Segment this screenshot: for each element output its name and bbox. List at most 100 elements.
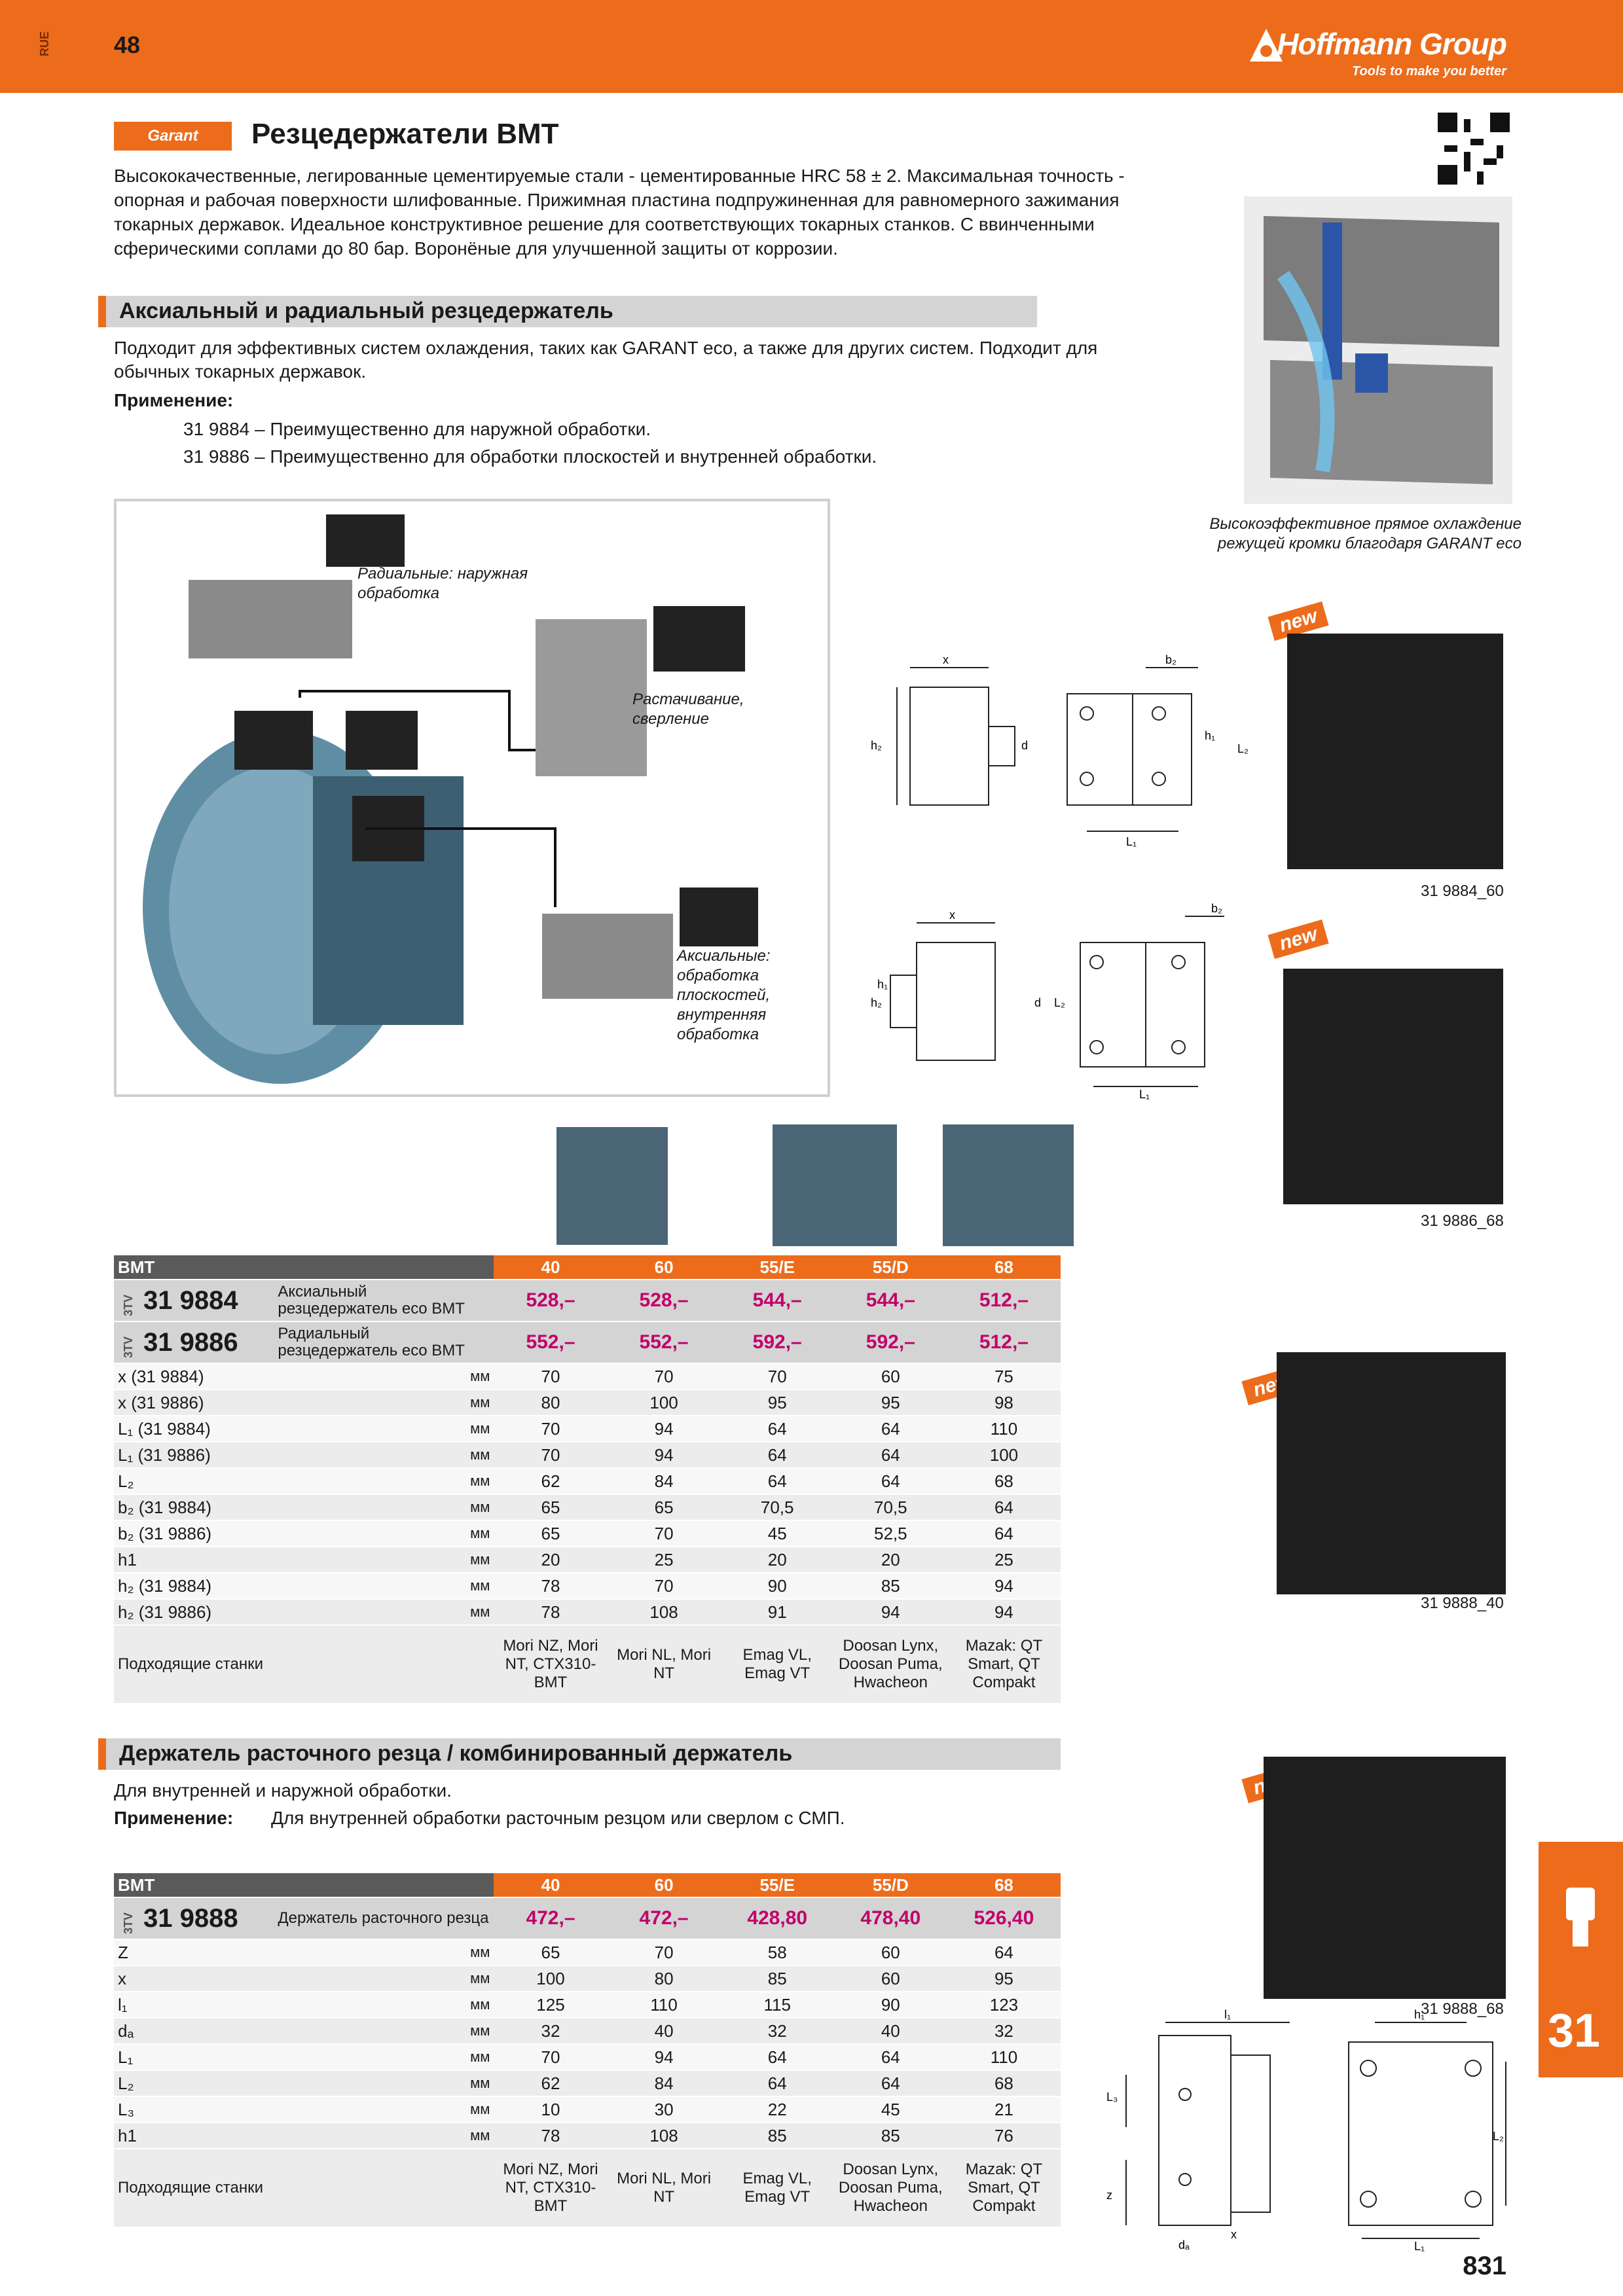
price-cell: 528,– (494, 1280, 608, 1322)
catalog-page-number: 48 (114, 31, 141, 58)
table-cell: 64 (720, 1416, 834, 1443)
top-header-bar: RUE 48 Hoffmann Group Tools to make you … (0, 0, 1623, 93)
row-label: h₂ (31 9886) (114, 1599, 274, 1626)
machines-cell: Mori NZ, Mori NT, CTX310-BMT (494, 1625, 608, 1704)
price-cell: 544,– (720, 1280, 834, 1322)
table-cell: 70 (607, 1939, 721, 1966)
table-cell: 80 (494, 1390, 608, 1416)
table-header-cell: BMT (114, 1873, 494, 1898)
drawing-31-9884: x b₂ h₂ d h₁ L₂ L₁ (871, 655, 1249, 848)
brand-tagline: Tools to make you better (1352, 64, 1506, 79)
table-cell: 45 (720, 1520, 834, 1547)
price-cell: 544,– (833, 1280, 947, 1322)
table-cell: 70 (494, 2044, 608, 2071)
price-cell: 472,– (494, 1897, 608, 1940)
row-unit: мм (274, 1494, 494, 1521)
table-cell: 70 (607, 1573, 721, 1600)
table-cell: 100 (947, 1442, 1061, 1469)
image-ref: 31 9884_60 (1421, 882, 1504, 900)
row-unit: мм (274, 1442, 494, 1469)
table-cell: 98 (947, 1390, 1061, 1416)
table-header-cell: 68 (947, 1255, 1061, 1280)
row-unit: мм (274, 2070, 494, 2097)
table-cell: 65 (494, 1494, 608, 1521)
article-label: Держатель расточного резца (274, 1897, 494, 1940)
application-label: Применение: (114, 390, 234, 410)
table-cell: 52,5 (833, 1520, 947, 1547)
section-heading-text: Держатель расточного резца / комбинирова… (119, 1741, 793, 1766)
row-unit: мм (274, 1416, 494, 1443)
product-photo-31-9888-40 (1277, 1352, 1506, 1594)
dim-l1: L₁ (1414, 2240, 1425, 2251)
price-cell: 428,80 (720, 1897, 834, 1940)
table-cell: 78 (494, 2123, 608, 2149)
table-cell: 115 (720, 1992, 834, 2018)
qr-code-icon[interactable] (1438, 113, 1510, 185)
table-cell: 108 (607, 2123, 721, 2149)
turret-illustration (143, 514, 758, 1084)
dim-x: x (943, 655, 949, 666)
boring-label: Растачивание, сверление (632, 691, 744, 728)
table-cell: 125 (494, 1992, 608, 2018)
cooling-photo (1244, 196, 1512, 504)
table-header-cell: 60 (607, 1255, 721, 1280)
table-cell: 64 (833, 1442, 947, 1469)
row-label: L₁ (114, 2044, 274, 2071)
row-label: x (114, 1965, 274, 1992)
table-cell: 20 (833, 1547, 947, 1573)
row-label: L₁ (31 9886) (114, 1442, 274, 1469)
row-label: b₂ (31 9884) (114, 1494, 274, 1521)
axial-label: Аксиальные: обработка плоскостей, внутре… (677, 947, 771, 1043)
table-cell: 75 (947, 1363, 1061, 1390)
row-label: L₁ (31 9884) (114, 1416, 274, 1443)
table-cell: 64 (947, 1494, 1061, 1521)
dim-l1: l₁ (1224, 2009, 1231, 2021)
dim-d: d (1021, 739, 1028, 752)
table-cell: 60 (833, 1939, 947, 1966)
price-cell: 552,– (607, 1321, 721, 1364)
row-label: x (31 9884) (114, 1363, 274, 1390)
table-cell: 94 (833, 1599, 947, 1626)
row-label: dₐ (114, 2018, 274, 2045)
table-cell: 85 (720, 2123, 834, 2149)
table-cell: 78 (494, 1599, 608, 1626)
product-photo-31-9888-68 (1264, 1757, 1506, 1999)
table-cell: 100 (607, 1390, 721, 1416)
row-unit: мм (274, 2044, 494, 2071)
price-cell: 592,– (833, 1321, 947, 1364)
table-cell: 25 (947, 1547, 1061, 1573)
dim-x: x (1231, 2228, 1237, 2241)
cooling-illustration (1264, 216, 1499, 484)
machines-cell: Doosan Lynx, Doosan Puma, Hwacheon (833, 2149, 947, 2228)
dim-b2: b₂ (1165, 655, 1176, 666)
article-number-text: 31 9888 (143, 1903, 238, 1933)
table-cell: 64 (720, 1468, 834, 1495)
machines-label: Подходящие станки (114, 2149, 494, 2228)
image-ref: 31 9888_40 (1421, 1594, 1504, 1612)
machines-label: Подходящие станки (114, 1625, 494, 1704)
machines-cell: Mori NL, Mori NT (607, 2149, 721, 2228)
machines-cell: Emag VL, Emag VT (720, 1625, 834, 1704)
holder-photo-small (556, 1127, 668, 1245)
table-cell: 32 (720, 2018, 834, 2045)
table-cell: 68 (947, 1468, 1061, 1495)
section-marker (98, 296, 106, 327)
table-cell: 60 (833, 1363, 947, 1390)
chapter-tab[interactable]: 31 (1539, 1842, 1623, 2077)
table-cell: 32 (494, 2018, 608, 2045)
dim-h1: h₁ (1414, 2009, 1425, 2021)
table-cell: 85 (833, 2123, 947, 2149)
article-label: Аксиальный резцедержатель eco BMT (274, 1280, 494, 1322)
table-header-cell: 55/E (720, 1873, 834, 1898)
